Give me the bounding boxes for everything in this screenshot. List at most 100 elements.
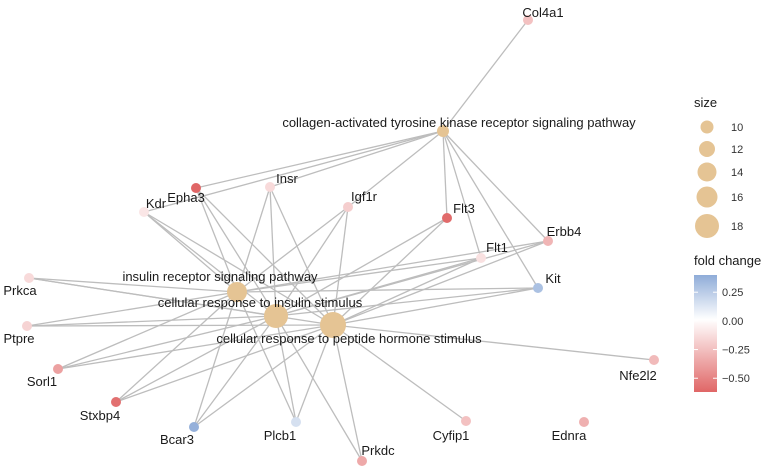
gene-node-prkdc bbox=[357, 456, 367, 466]
size-legend-swatch bbox=[700, 120, 714, 134]
edge-c2-Erbb4 bbox=[236, 240, 549, 293]
edge-c3-Insr bbox=[269, 186, 277, 317]
gene-label-erbb4: Erbb4 bbox=[547, 224, 582, 239]
edge-c2-Plcb1 bbox=[236, 291, 297, 423]
size-legend-label: 18 bbox=[731, 221, 743, 233]
edge-c3-Kdr bbox=[143, 211, 277, 317]
gene-label-stxbp4: Stxbp4 bbox=[80, 408, 120, 423]
edge-c2-Bcar3 bbox=[193, 291, 238, 428]
edge-c4-Bcar3 bbox=[193, 324, 334, 428]
edge-c2-Epha3 bbox=[195, 187, 238, 293]
category-label-c1: collagen-activated tyrosine kinase recep… bbox=[282, 115, 636, 130]
edge-c2-Kit bbox=[236, 287, 539, 293]
size-legend-label: 16 bbox=[731, 192, 743, 204]
edge-c4-Prkdc bbox=[332, 324, 363, 462]
edge-layer bbox=[26, 19, 655, 462]
edge-c1-Igf1r bbox=[347, 130, 444, 208]
category-label-c4: cellular response to peptide hormone sti… bbox=[216, 331, 482, 346]
edge-c1-Col4a1 bbox=[442, 19, 529, 132]
edge-c2-Kdr bbox=[143, 211, 238, 293]
gene-node-nfe2l2 bbox=[649, 355, 659, 365]
edge-c4-Flt1 bbox=[332, 257, 482, 326]
category-label-c2: insulin receptor signaling pathway bbox=[122, 269, 318, 284]
edge-c4-Erbb4 bbox=[332, 240, 549, 326]
edge-c4-Stxbp4 bbox=[115, 324, 334, 403]
edge-c3-Ptpre bbox=[26, 315, 277, 327]
gene-node-cyfip1 bbox=[461, 416, 471, 426]
size-legend-label: 14 bbox=[731, 167, 743, 179]
edge-c1-Flt1 bbox=[442, 130, 482, 259]
category-label-c3: cellular response to insulin stimulus bbox=[158, 295, 363, 310]
edge-c1-Erbb4 bbox=[442, 130, 549, 242]
gene-node-flt3 bbox=[442, 213, 452, 223]
edge-c4-Plcb1 bbox=[295, 324, 334, 423]
gene-label-kit: Kit bbox=[545, 271, 561, 286]
edge-c4-Cyfip1 bbox=[332, 324, 467, 422]
gene-node-plcb1 bbox=[291, 417, 301, 427]
size-legend-swatch bbox=[695, 214, 719, 238]
gene-label-igf1r: Igf1r bbox=[351, 189, 378, 204]
size-legend-title: size bbox=[694, 95, 717, 110]
edge-c4-Epha3 bbox=[195, 187, 334, 326]
fold-change-tick-label: −0.25 bbox=[722, 345, 750, 357]
gene-label-cyfip1: Cyfip1 bbox=[433, 428, 470, 443]
fold-change-tick-label: −0.50 bbox=[722, 373, 750, 385]
gene-label-plcb1: Plcb1 bbox=[264, 428, 297, 443]
gene-label-prkdc: Prkdc bbox=[361, 443, 395, 458]
gene-node-insr bbox=[265, 182, 275, 192]
gene-node-ednra bbox=[579, 417, 589, 427]
edge-c1-Kdr bbox=[143, 130, 444, 213]
edge-c2-Igf1r bbox=[236, 206, 349, 293]
edge-c4-Nfe2l2 bbox=[332, 324, 655, 361]
edge-c2-Stxbp4 bbox=[115, 291, 238, 403]
gene-node-ptpre bbox=[22, 321, 32, 331]
edge-c1-Epha3 bbox=[195, 130, 444, 189]
category-node-c1 bbox=[437, 125, 449, 137]
edge-c4-Insr bbox=[269, 186, 334, 326]
label-layer: Col4a1Epha3KdrInsrIgf1rFlt3Erbb4Flt1KitP… bbox=[3, 5, 656, 458]
edge-c3-Stxbp4 bbox=[115, 315, 277, 403]
fold-change-colorbar bbox=[694, 275, 717, 392]
edge-c3-Flt3 bbox=[275, 217, 448, 317]
gene-node-sorl1 bbox=[53, 364, 63, 374]
gene-label-ptpre: Ptpre bbox=[3, 331, 34, 346]
edge-c4-Sorl1 bbox=[57, 324, 334, 370]
gene-label-flt3: Flt3 bbox=[453, 201, 475, 216]
size-legend-swatch bbox=[696, 186, 718, 208]
gene-label-sorl1: Sorl1 bbox=[27, 374, 57, 389]
size-legend-swatch bbox=[699, 141, 715, 157]
node-layer bbox=[22, 15, 659, 466]
gene-node-stxbp4 bbox=[111, 397, 121, 407]
edge-c4-Kit bbox=[332, 287, 539, 326]
category-node-c2 bbox=[227, 282, 247, 302]
gene-node-erbb4 bbox=[543, 236, 553, 246]
category-node-c4 bbox=[320, 312, 346, 338]
edge-c1-Flt3 bbox=[442, 130, 448, 219]
edge-c2-Ptpre bbox=[26, 291, 238, 327]
gene-label-bcar3: Bcar3 bbox=[160, 432, 194, 447]
size-legend-items: 10 12 14 16 18 bbox=[695, 120, 743, 238]
gene-label-ednra: Ednra bbox=[552, 428, 587, 443]
gene-label-col4a1: Col4a1 bbox=[522, 5, 563, 20]
fold-change-legend-title: fold change bbox=[694, 253, 761, 268]
edge-c4-Kdr bbox=[143, 211, 334, 326]
gene-label-kdr: Kdr bbox=[146, 196, 167, 211]
gene-node-kdr bbox=[139, 207, 149, 217]
gene-node-kit bbox=[533, 283, 543, 293]
edge-c2-Flt1 bbox=[236, 257, 482, 293]
size-legend-label: 12 bbox=[731, 144, 743, 156]
gene-node-igf1r bbox=[343, 202, 353, 212]
edge-c1-Insr bbox=[269, 130, 444, 188]
edge-c2-Prkca bbox=[28, 277, 238, 293]
edge-c2-Insr bbox=[236, 186, 271, 293]
edge-c3-Bcar3 bbox=[193, 315, 277, 428]
size-legend-label: 10 bbox=[731, 122, 743, 134]
edge-c3-Erbb4 bbox=[275, 240, 549, 317]
edge-c4-Ptpre bbox=[26, 324, 334, 327]
gene-node-bcar3 bbox=[189, 422, 199, 432]
edge-c3-Epha3 bbox=[195, 187, 277, 317]
gene-label-prkca: Prkca bbox=[3, 283, 37, 298]
fold-change-tick-label: 0.25 bbox=[722, 287, 743, 299]
